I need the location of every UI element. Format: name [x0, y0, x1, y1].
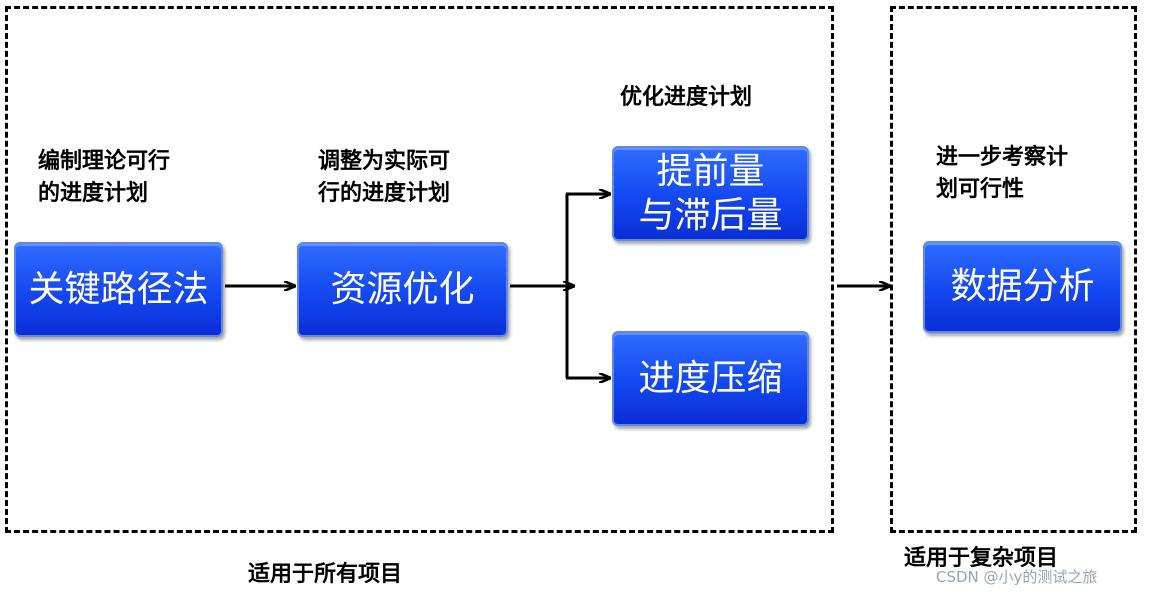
feasibility-note: 进一步考察计 划可行性: [936, 145, 1069, 202]
data-analysis-box: 数据分析: [923, 241, 1122, 333]
critical-path-method-box: 关键路径法: [14, 242, 223, 337]
theory-note: 编制理论可行 的进度计划: [38, 149, 171, 206]
optimize-note: 优化进度计划: [620, 85, 753, 110]
adjust-note: 调整为实际可 行的进度计划: [318, 149, 451, 206]
complex-projects-label: 适用于复杂项目: [904, 546, 1059, 571]
lead-lag-box: 提前量 与滞后量: [612, 146, 809, 241]
resource-optimization-box: 资源优化: [297, 242, 508, 337]
schedule-compression-box: 进度压缩: [612, 331, 809, 426]
all-projects-label: 适用于所有项目: [248, 562, 403, 587]
complex-projects-frame: [890, 6, 1137, 533]
watermark: CSDN @小y的测试之旅: [936, 568, 1098, 586]
all-projects-frame: [5, 6, 834, 533]
